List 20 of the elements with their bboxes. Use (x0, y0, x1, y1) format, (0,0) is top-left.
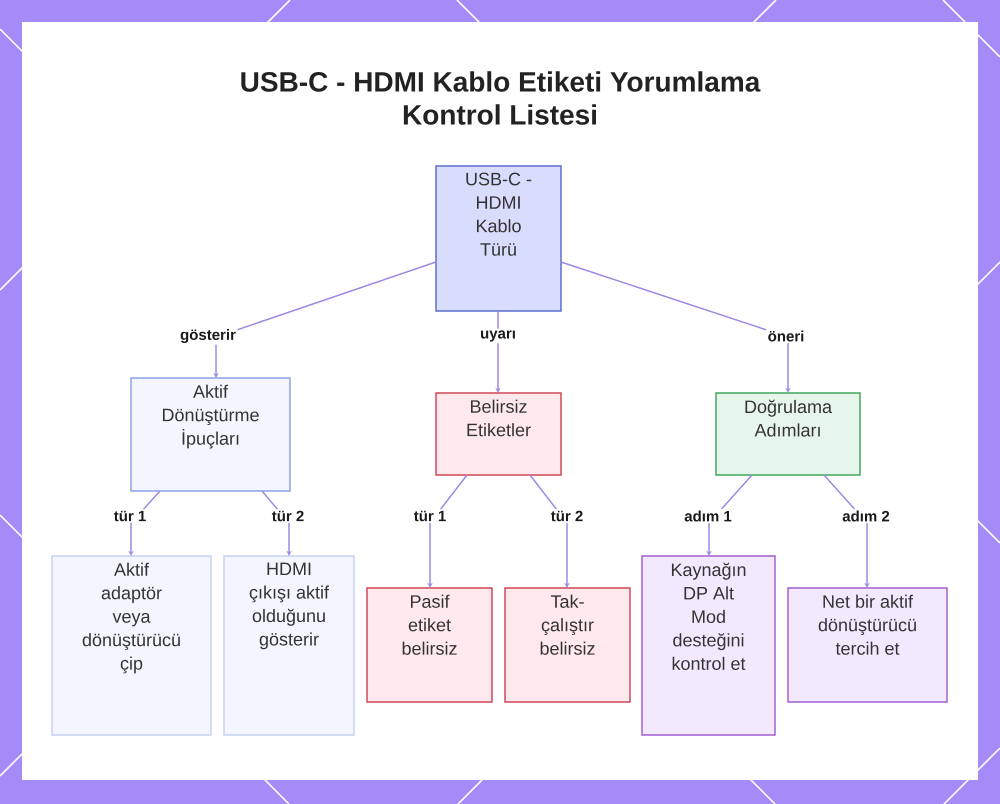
category-box: Belirsiz Etiketler (435, 392, 562, 476)
topic-box: USB-C - HDMI Kablo Türü (435, 165, 562, 312)
edge-label: tür 1 (412, 509, 448, 523)
edge-label: adım 2 (840, 508, 892, 524)
detail-box: Tak-çalıştır belirsiz (504, 587, 631, 703)
edge-label: tür 2 (549, 509, 585, 523)
detail-box: Pasif etiket belirsiz (366, 587, 493, 703)
detail-box: Net bir aktif dönüştürücü tercih et (787, 587, 948, 703)
edge-label: gösterir (178, 327, 238, 345)
detail-box: Kaynağın DP Alt Mod desteğini kontrol et (641, 555, 776, 736)
title: USB-C - HDMI Kablo Etiketi Yorumlama Kontrol Listesi (241, 71, 760, 125)
edge-label: tür 2 (270, 509, 306, 523)
detail-box: Aktif adaptör veya dönüştürücü çip (51, 555, 212, 736)
edge-label: uyarı (478, 328, 518, 344)
edge-label: tür 1 (112, 509, 148, 523)
edge-label: adım 1 (682, 508, 734, 524)
detail-box: HDMI çıkışı aktif olduğunu gösterir (223, 555, 355, 736)
category-box: Aktif Dönüştürme İpuçları (130, 377, 291, 492)
category-box: Doğrulama Adımları (715, 392, 861, 476)
edge-label: öneri (766, 328, 806, 344)
